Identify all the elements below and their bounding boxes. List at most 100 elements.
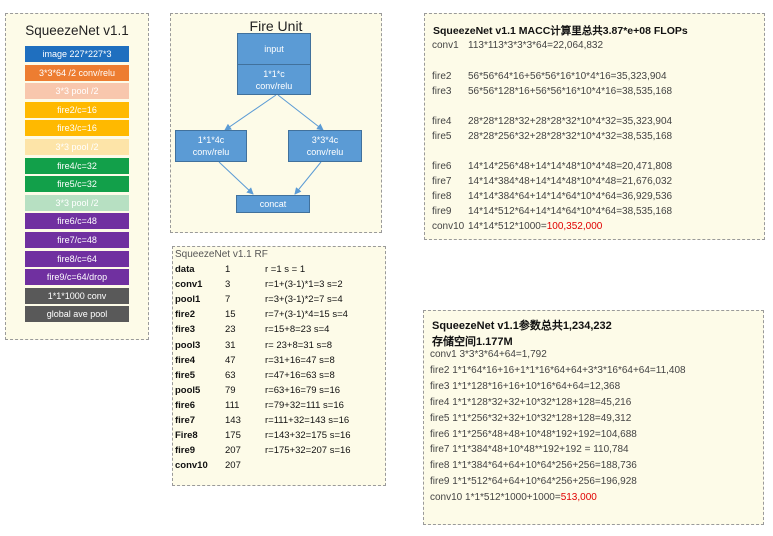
expand3x3-kernel: 3*3*4c — [311, 135, 339, 145]
arrow-squeeze-to-expand1 — [224, 94, 277, 131]
rf-formula: r=111+32=143 s=16 — [265, 415, 350, 426]
params-expression: fire3 1*1*128*16+16+10*16*64+64=12,368 — [430, 380, 621, 392]
rf-layer-name: fire2 — [175, 309, 196, 321]
input-label: input — [264, 44, 284, 54]
expand3x3-op: conv/relu — [306, 147, 344, 157]
macc-layer-name: fire7 — [432, 176, 452, 187]
params-row: fire9 1*1*512*64+64+10*64*256+256=196,92… — [430, 475, 637, 488]
rf-size: 47 — [225, 354, 236, 366]
architecture-title: SqueezeNet v1.1 — [25, 23, 129, 38]
params-row: fire2 1*1*64*16+16+1*1*16*64+64+3*3*16*6… — [430, 364, 686, 377]
rf-size: 7 — [225, 294, 231, 306]
layer-block: 3*3*64 /2 conv/relu — [25, 64, 129, 81]
rf-size: 1 — [225, 264, 231, 275]
layer-block: fire6/c=48 — [25, 213, 129, 230]
layer-block: 3*3 pool /2 — [25, 83, 129, 100]
rf-size: 207 — [225, 445, 241, 457]
rf-layer-name: conv1 — [175, 279, 203, 291]
rf-layer-name: fire6 — [175, 399, 196, 411]
layer-block: 3*3 pool /2 — [25, 139, 129, 155]
rf-size: 3 — [225, 279, 231, 291]
macc-layer-name: fire8 — [432, 191, 452, 202]
layer-block: image 227*227*3 — [25, 46, 129, 62]
params-expression: fire5 1*1*256*32+32+10*32*128+128=49,312 — [430, 412, 632, 424]
rf-size: 79 — [225, 384, 236, 396]
macc-expression: 14*14*512*64+14*14*64*10*4*64=38,535,168 — [468, 206, 673, 217]
macc-expression: 14*14*256*48+14*14*48*10*4*48=20,471,808 — [468, 161, 673, 172]
rf-size: 207 — [225, 460, 241, 472]
rf-row: fire3 23 r=15+8=23 s=4 — [175, 323, 380, 337]
params-row: fire8 1*1*384*64+64+10*64*256+256=188,73… — [430, 459, 637, 472]
rf-formula: r=15+8=23 s=4 — [265, 324, 330, 336]
macc-layer-name: conv1 — [432, 40, 459, 51]
params-row: fire3 1*1*128*16+16+10*16*64+64=12,368 — [430, 380, 620, 393]
rf-size: 23 — [225, 324, 236, 336]
macc-row: fire7 14*14*384*48+14*14*48*10*4*48=21,67… — [432, 175, 672, 188]
rf-layer-name: fire4 — [175, 354, 196, 366]
rf-layer-name: fire3 — [175, 324, 196, 336]
expand1x1-op: conv/relu — [192, 147, 230, 157]
rf-formula: r=79+32=111 s=16 — [265, 399, 344, 411]
params-row: fire7 1*1*384*48+10*48**192+192 = 110,78… — [430, 443, 629, 456]
rf-size: 111 — [225, 399, 240, 411]
input-box: input — [237, 33, 311, 65]
params-storage: 存储空间1.177M — [432, 336, 513, 348]
rf-layer-name: conv10 — [175, 460, 208, 472]
macc-title: SqueezeNet v1.1 MACC计算里总共3.87*e+08 FLOPs — [433, 25, 688, 37]
rf-formula: r=7+(3-1)*4=15 s=4 — [265, 309, 348, 321]
params-expression: fire4 1*1*128*32+32+10*32*128+128=45,216 — [430, 396, 632, 408]
params-title: SqueezeNet v1.1参数总共1,234,232 — [432, 320, 612, 332]
macc-highlight-value: 100,352,000 — [546, 221, 603, 232]
macc-expression: 113*113*3*3*3*64=22,064,832 — [468, 40, 604, 51]
macc-layer-name: fire5 — [432, 131, 452, 142]
squeeze-op: conv/relu — [255, 81, 293, 91]
rf-layer-name: fire5 — [175, 369, 196, 381]
expand1x1-box: 1*1*4c conv/relu — [175, 130, 247, 162]
macc-layer-name: conv10 — [432, 221, 465, 232]
fire-unit-panel: Fire Unit input 1*1*c conv/relu 1*1*4c c… — [170, 13, 382, 233]
params-row: fire6 1*1*256*48+48+10*48*192+192=104,68… — [430, 428, 637, 441]
rf-formula: r =1 s = 1 — [265, 264, 306, 275]
params-row: conv10 1*1*512*1000+1000=513,000 — [430, 491, 597, 504]
rf-formula: r=63+16=79 s=16 — [265, 384, 341, 396]
params-highlight-value: 513,000 — [560, 492, 597, 504]
rf-size: 31 — [225, 339, 236, 351]
layer-block: fire9/c=64/drop — [25, 269, 129, 286]
rf-size: 15 — [225, 309, 236, 321]
layer-block: fire2/c=16 — [25, 101, 129, 118]
layer-block: fire3/c=16 — [25, 120, 129, 137]
macc-expression: 14*14*384*48+14*14*48*10*4*48=21,676,032 — [468, 176, 673, 187]
rf-layer-name: fire7 — [175, 415, 196, 426]
rf-row: fire2 15 r=7+(3-1)*4=15 s=4 — [175, 308, 380, 322]
rf-layer-name: data — [175, 264, 195, 275]
rf-formula: r=143+32=175 s=16 — [265, 430, 351, 442]
arrow-squeeze-to-expand3 — [277, 94, 324, 131]
macc-panel: SqueezeNet v1.1 MACC计算里总共3.87*e+08 FLOPs… — [424, 13, 765, 240]
rf-formula: r=175+32=207 s=16 — [265, 445, 351, 457]
macc-row: conv1 113*113*3*3*3*64=22,064,832 — [432, 39, 603, 52]
rf-formula: r=31+16=47 s=8 — [265, 354, 335, 366]
layer-block: 3*3 pool /2 — [25, 194, 129, 211]
rf-layer-name: Fire8 — [175, 430, 198, 442]
rf-row: conv10 207 — [175, 459, 380, 473]
macc-expression: 28*28*256*32+28*28*32*10*4*32=38,535,168 — [468, 131, 673, 142]
rf-layer-name: pool5 — [175, 384, 201, 396]
macc-expression: 14*14*512*1000= — [468, 221, 547, 232]
layer-block: fire4/c=32 — [25, 157, 129, 174]
macc-layer-name: fire3 — [432, 86, 452, 97]
params-expression: conv10 1*1*512*1000+1000= — [430, 492, 561, 504]
rf-row: fire4 47 r=31+16=47 s=8 — [175, 354, 380, 368]
rf-layer-name: pool3 — [175, 339, 201, 351]
arrow-expand1-to-concat — [218, 161, 254, 195]
